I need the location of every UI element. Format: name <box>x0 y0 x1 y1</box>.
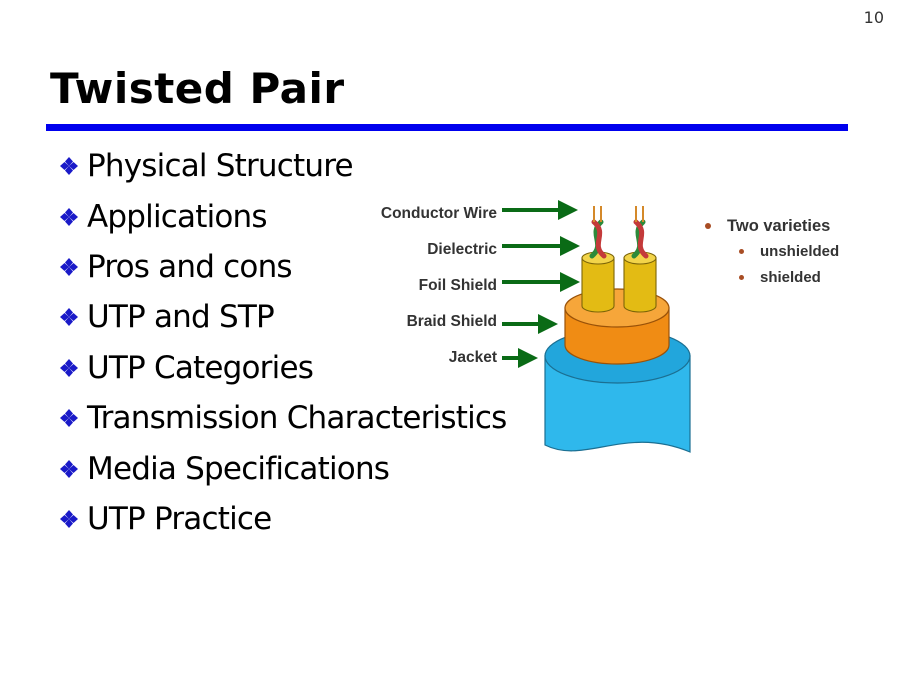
twisted-pair-right <box>631 219 649 259</box>
list-item: Media Specifications <box>54 443 507 493</box>
list-item-label: Transmission Characteristics <box>87 400 507 437</box>
list-item: Pros and cons <box>54 242 507 292</box>
bullet-dot-icon <box>739 248 744 254</box>
label-conductor-wire: Conductor Wire <box>381 205 497 222</box>
label-foil-shield: Foil Shield <box>419 277 497 294</box>
pointer-arrows <box>502 200 580 368</box>
label-jacket: Jacket <box>449 349 497 366</box>
varieties-sublist-container: unshielded shielded <box>705 238 839 290</box>
four-diamond-bullet-icon <box>60 459 78 478</box>
foil-top-left <box>581 251 615 265</box>
four-diamond-bullet-icon <box>60 207 78 226</box>
list-item: Physical Structure <box>54 141 507 191</box>
list-item: UTP Categories <box>54 343 507 393</box>
varieties-heading: Two varieties <box>727 216 831 235</box>
varieties-list: Two varieties unshielded shielded <box>705 214 839 290</box>
topic-list: Physical Structure Applications Pros and… <box>54 141 507 544</box>
four-diamond-bullet-icon <box>60 157 78 176</box>
list-item: Applications <box>54 191 507 241</box>
cable-illustration <box>544 206 691 453</box>
list-item-label: Applications <box>87 198 268 235</box>
twisted-pair-left <box>589 219 607 259</box>
four-diamond-bullet-icon <box>60 257 78 276</box>
bullet-dot-icon <box>705 223 711 229</box>
slide-number: 10 <box>863 8 884 27</box>
varieties-sublist: unshielded shielded <box>705 238 839 290</box>
varieties-heading-item: Two varieties <box>705 214 839 238</box>
list-item-label: UTP and STP <box>87 299 275 336</box>
list-item: shielded <box>739 264 839 290</box>
list-item-label: UTP Categories <box>87 349 314 386</box>
slide-title: Twisted Pair <box>50 64 345 113</box>
list-item-label: Media Specifications <box>87 450 390 487</box>
list-item-label: Physical Structure <box>87 148 354 185</box>
title-underline <box>46 124 848 131</box>
four-diamond-bullet-icon <box>60 509 78 528</box>
list-item-label: Pros and cons <box>87 248 293 285</box>
label-dielectric: Dielectric <box>427 241 497 258</box>
variety-label: shielded <box>760 268 821 286</box>
bullet-dot-icon <box>739 274 744 280</box>
foil-top-right <box>623 251 657 265</box>
list-item: UTP and STP <box>54 292 507 342</box>
four-diamond-bullet-icon <box>60 308 78 327</box>
conductor-tips <box>593 206 644 222</box>
list-item-label: UTP Practice <box>87 500 272 537</box>
variety-label: unshielded <box>760 242 840 260</box>
foil-body-right <box>623 257 657 313</box>
four-diamond-bullet-icon <box>60 358 78 377</box>
label-braid-shield: Braid Shield <box>407 313 497 330</box>
cable-diagram: Conductor Wire Dielectric Foil Shield Br… <box>381 200 691 453</box>
list-item: UTP Practice <box>54 494 507 544</box>
list-item: unshielded <box>739 238 839 264</box>
foil-body-left <box>581 257 615 313</box>
list-item: Transmission Characteristics <box>54 393 507 443</box>
four-diamond-bullet-icon <box>60 409 78 428</box>
